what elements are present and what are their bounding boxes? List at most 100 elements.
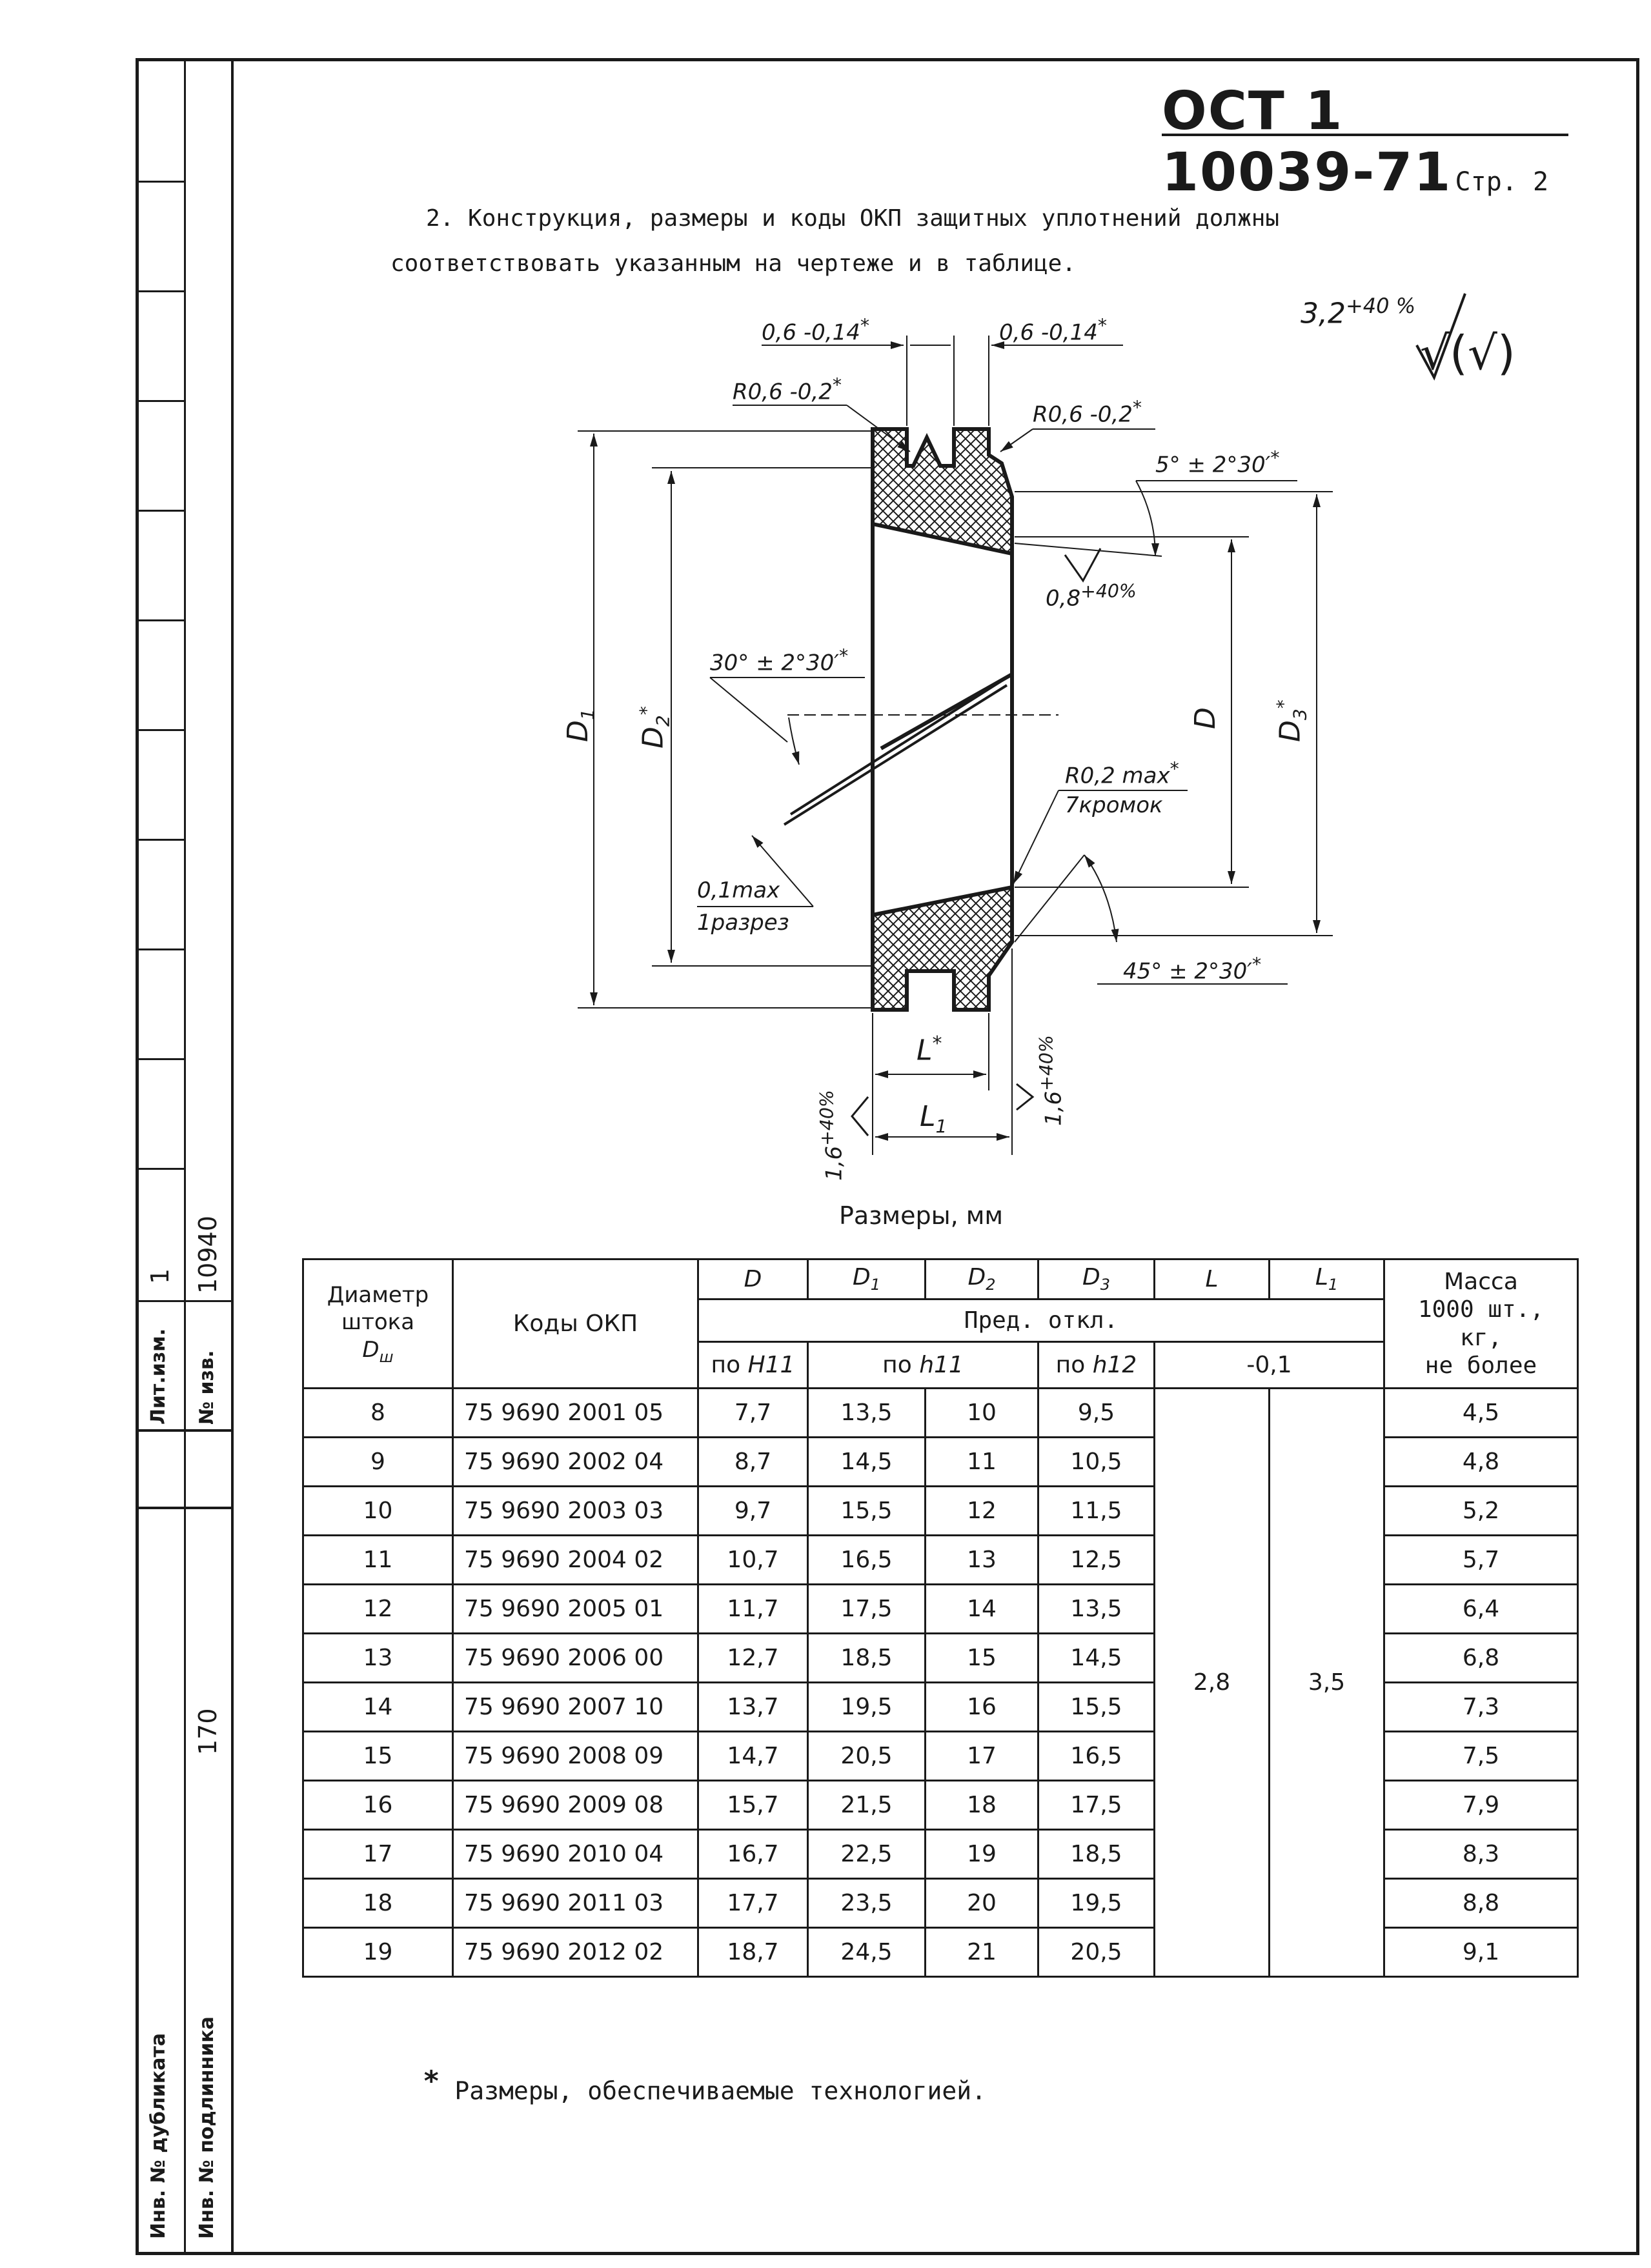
cell-diameter: 11: [302, 1534, 454, 1585]
standard-code: ОСТ 1 10039-71: [1162, 81, 1452, 203]
cell-D3: 10,5: [1037, 1436, 1155, 1487]
cell-D3: 19,5: [1037, 1878, 1155, 1929]
cell-D2: 19: [924, 1829, 1039, 1880]
cell-D: 15,7: [697, 1780, 809, 1831]
footnote: * Размеры, обеспечиваемые технологией.: [423, 2065, 986, 2105]
page-header: ОСТ 1 10039-71 Стр. 2: [1162, 81, 1568, 203]
inv-original-label: Инв. № подлинника: [196, 2016, 218, 2239]
radius-left-label: R0,6 -0,2*: [733, 374, 842, 405]
seal-section-top: [871, 427, 1014, 556]
cell-mass: 7,5: [1383, 1731, 1579, 1781]
cell-D2: 11: [924, 1436, 1039, 1487]
angle-5-label: 5° ± 2°30′*: [1155, 447, 1280, 478]
cell-D1: 24,5: [807, 1927, 926, 1978]
cell-okp-code: 75 9690 2004 02: [452, 1534, 699, 1585]
col-D-header: D: [697, 1258, 809, 1300]
cell-D3: 15,5: [1037, 1681, 1155, 1732]
cell-D1: 14,5: [807, 1436, 926, 1487]
no-izv-label: № изв.: [196, 1350, 218, 1425]
col-codes-header: Коды ОКП: [452, 1258, 699, 1389]
angle-45-label: 45° ± 2°30′*: [1123, 954, 1262, 985]
cell-D2: 18: [924, 1780, 1039, 1831]
cell-diameter: 8: [302, 1387, 454, 1438]
cell-mass: 4,5: [1383, 1387, 1579, 1438]
cell-mass: 6,8: [1383, 1632, 1579, 1683]
cell-D: 12,7: [697, 1632, 809, 1683]
cell-D1: 20,5: [807, 1731, 926, 1781]
cell-diameter: 13: [302, 1632, 454, 1683]
r02-max-label: R0,2 max*: [1065, 758, 1179, 789]
cell-okp-code: 75 9690 2008 09: [452, 1731, 699, 1781]
col-mass-header: Масса 1000 шт., кг, не более: [1383, 1258, 1579, 1389]
tol-D1-D2: по h11: [807, 1341, 1039, 1389]
cell-okp-code: 75 9690 2005 01: [452, 1583, 699, 1634]
col-L-header: L: [1153, 1258, 1270, 1300]
cell-D3: 16,5: [1037, 1731, 1155, 1781]
cell-diameter: 14: [302, 1681, 454, 1732]
cell-diameter: 10: [302, 1485, 454, 1536]
tol-D: по H11: [697, 1341, 809, 1389]
cell-D: 7,7: [697, 1387, 809, 1438]
col-D2-header: D2: [924, 1258, 1039, 1300]
cell-D3: 14,5: [1037, 1632, 1155, 1683]
cell-D3: 12,5: [1037, 1534, 1155, 1585]
cell-D2: 16: [924, 1681, 1039, 1732]
cell-D2: 13: [924, 1534, 1039, 1585]
intro-line-1: 2. Конструкция, размеры и коды ОКП защит…: [426, 205, 1280, 232]
cell-D: 11,7: [697, 1583, 809, 1634]
seal-section-bottom: [871, 885, 1014, 1012]
cell-D: 8,7: [697, 1436, 809, 1487]
cell-D: 10,7: [697, 1534, 809, 1585]
cell-D2: 12: [924, 1485, 1039, 1536]
cell-L-value: 2,8: [1153, 1387, 1270, 1978]
roughness-16-left: 1,6+40%: [816, 1090, 847, 1181]
cell-D2: 14: [924, 1583, 1039, 1634]
cut-max-label: 0,1max: [697, 878, 780, 903]
tol-D3: по h12: [1037, 1341, 1155, 1389]
cell-mass: 8,3: [1383, 1829, 1579, 1880]
cell-D2: 15: [924, 1632, 1039, 1683]
cell-D1: 21,5: [807, 1780, 926, 1831]
cell-okp-code: 75 9690 2007 10: [452, 1681, 699, 1732]
cell-D3: 20,5: [1037, 1927, 1155, 1978]
roughness-main-value: 3,2+40 %: [1301, 294, 1416, 330]
cell-mass: 7,9: [1383, 1780, 1579, 1831]
label-D: D: [1189, 707, 1222, 729]
cell-D3: 11,5: [1037, 1485, 1155, 1536]
dim-chamfer-left: 0,6 -0,14*: [762, 315, 870, 346]
footnote-mark: *: [423, 2065, 440, 2098]
cell-diameter: 17: [302, 1829, 454, 1880]
footnote-text: Размеры, обеспечиваемые технологией.: [454, 2076, 986, 2105]
inv-duplicate-label: Инв. № дубликата: [147, 2032, 170, 2239]
dimensions-table: Диаметр штока Dш Коды ОКП D D1 D2 D3 L L…: [302, 1258, 1579, 1978]
cell-L1-value: 3,5: [1268, 1387, 1385, 1978]
page-number: Стр. 2: [1455, 167, 1549, 197]
header-underline: [1162, 134, 1568, 136]
cell-D1: 16,5: [807, 1534, 926, 1585]
cell-D: 9,7: [697, 1485, 809, 1536]
cell-D1: 13,5: [807, 1387, 926, 1438]
cell-okp-code: 75 9690 2006 00: [452, 1632, 699, 1683]
cell-D: 18,7: [697, 1927, 809, 1978]
cell-diameter: 15: [302, 1731, 454, 1781]
cell-D1: 15,5: [807, 1485, 926, 1536]
cell-mass: 4,8: [1383, 1436, 1579, 1487]
cell-okp-code: 75 9690 2011 03: [452, 1878, 699, 1929]
label-L: L*: [917, 1032, 942, 1067]
label-D1: D1: [562, 708, 598, 742]
cell-diameter: 16: [302, 1780, 454, 1831]
label-L1: L1: [920, 1100, 947, 1137]
cell-D2: 21: [924, 1927, 1039, 1978]
cell-D: 14,7: [697, 1731, 809, 1781]
tol-L: -0,1: [1153, 1341, 1385, 1389]
cell-mass: 8,8: [1383, 1878, 1579, 1929]
cell-D1: 22,5: [807, 1829, 926, 1880]
cut-note-label: 1разрез: [697, 910, 789, 936]
